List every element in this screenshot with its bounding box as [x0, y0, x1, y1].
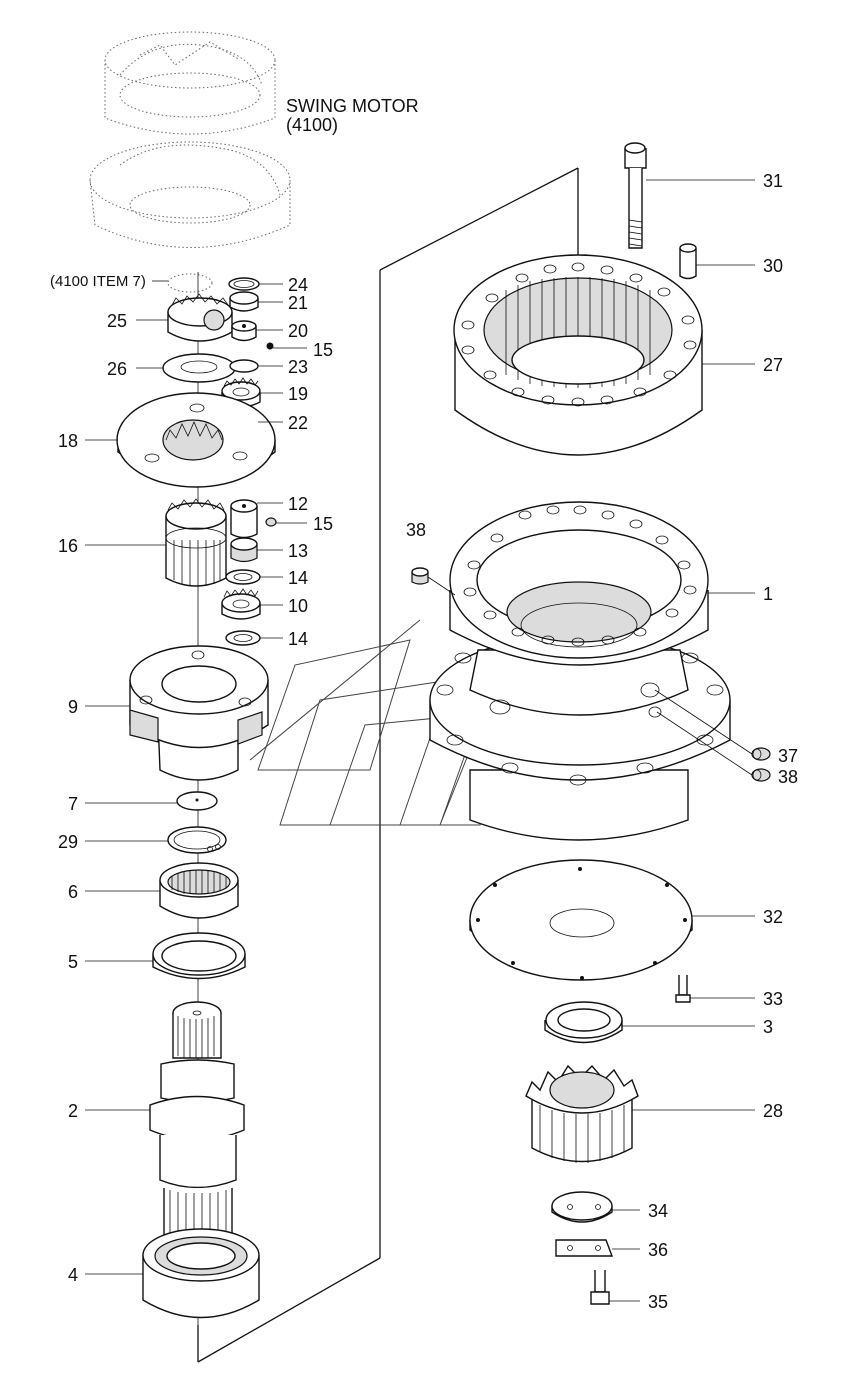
callout-19: 19: [288, 384, 308, 404]
part-32-cover-plate: [469, 859, 693, 981]
callout-6: 6: [68, 882, 78, 902]
part-36-lock-plate: [555, 1239, 614, 1257]
callout-36: 36: [648, 1240, 668, 1260]
callout-25: 25: [107, 311, 127, 331]
callout-26: 26: [107, 359, 127, 379]
part-27-ring-gear: [453, 254, 703, 456]
callout-14-lower: 14: [288, 629, 308, 649]
callout-20: 20: [288, 321, 308, 341]
callout-38-left: 38: [406, 520, 426, 540]
callout-5: 5: [68, 952, 78, 972]
callout-30: 30: [763, 256, 783, 276]
part-2-shaft: [149, 1001, 245, 1251]
part-18-carrier: [116, 392, 276, 488]
part-1-housing: [429, 501, 731, 841]
part-21-spacer: [229, 291, 259, 312]
callout-14-upper: 14: [288, 568, 308, 588]
callout-15-upper: 15: [313, 340, 333, 360]
swing-motor-title: SWING MOTOR: [286, 96, 419, 116]
callout-35: 35: [648, 1292, 668, 1312]
leader-lines: [85, 179, 755, 1302]
part-38-plug-right: [751, 768, 771, 782]
part-38-plug-left: [411, 567, 429, 585]
part-15-pin-upper: [266, 342, 274, 350]
callout-28: 28: [763, 1101, 783, 1121]
callout-1: 1: [763, 584, 773, 604]
part-23-washer: [229, 359, 259, 373]
part-34-plate: [551, 1191, 613, 1223]
part-14-washer-lower: [225, 630, 261, 646]
callout-13: 13: [288, 541, 308, 561]
callout-34: 34: [648, 1201, 668, 1221]
part-29-snap-ring: [167, 826, 227, 854]
callout-32: 32: [763, 907, 783, 927]
callout-29: 29: [58, 832, 78, 852]
callout-7: 7: [68, 794, 78, 814]
part-6-bearing: [159, 862, 239, 919]
part-12-bush: [230, 499, 258, 539]
part-13-bush: [230, 537, 258, 563]
callout-37: 37: [778, 746, 798, 766]
callout-4: 4: [68, 1265, 78, 1285]
reference-note: (4100 ITEM 7): [50, 273, 146, 290]
part-30-pin: [679, 243, 697, 280]
callout-23: 23: [288, 357, 308, 377]
callout-18: 18: [58, 431, 78, 451]
callout-16: 16: [58, 536, 78, 556]
callout-12: 12: [288, 494, 308, 514]
part-5-seal: [152, 932, 246, 980]
callout-labels: 31 30 27 24 21 25 20 15 26 23 19 22 18 1…: [58, 171, 798, 1312]
part-9-carrier: [129, 645, 269, 781]
callout-21: 21: [288, 293, 308, 313]
callout-9: 9: [68, 697, 78, 717]
part-20-bush: [231, 320, 257, 342]
callout-3: 3: [763, 1017, 773, 1037]
part-33-bolt: [675, 975, 691, 1003]
swing-motor-subtitle: (4100): [286, 115, 338, 135]
part-31-bolt: [624, 142, 647, 249]
part-7-plate: [176, 791, 218, 811]
part-26-thrust-plate: [162, 353, 236, 383]
part-4-bearing: [142, 1228, 260, 1319]
part-35-bolt: [590, 1270, 610, 1305]
part-14-washer-upper: [225, 569, 261, 585]
callout-10: 10: [288, 596, 308, 616]
callout-2: 2: [68, 1101, 78, 1121]
callout-33: 33: [763, 989, 783, 1009]
callout-38-right: 38: [778, 767, 798, 787]
callout-27: 27: [763, 355, 783, 375]
part-28-pinion: [525, 1064, 639, 1163]
callout-31: 31: [763, 171, 783, 191]
callout-22: 22: [288, 413, 308, 433]
part-3-seal: [544, 1001, 623, 1044]
callout-15-lower: 15: [313, 514, 333, 534]
part-10-gear: [221, 588, 261, 620]
swing-motor-ghost: [89, 31, 291, 293]
part-24-snap-ring: [228, 277, 260, 291]
callout-24: 24: [288, 275, 308, 295]
part-37-plug: [751, 747, 771, 761]
part-16-gear: [165, 498, 227, 587]
part-15-pin-lower: [265, 517, 277, 527]
part-25-gear: [167, 293, 233, 342]
